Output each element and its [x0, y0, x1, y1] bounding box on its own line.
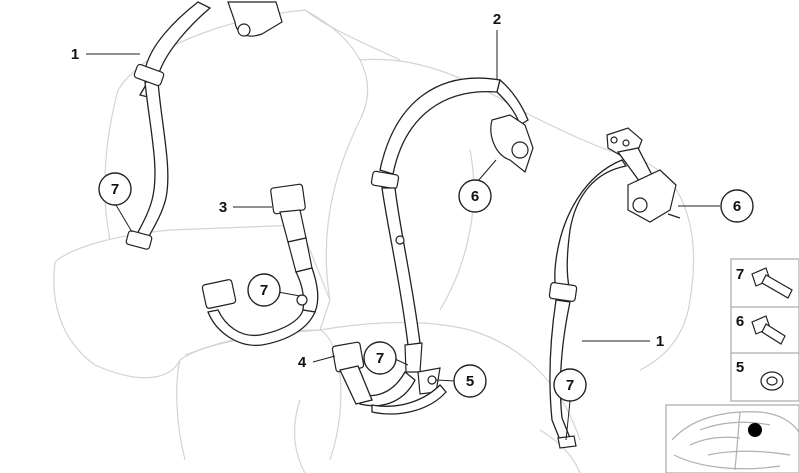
short-bolt-icon	[751, 315, 786, 345]
callout-7-center: 7	[247, 273, 281, 307]
legend-item-5: 5	[730, 352, 799, 402]
callout-7-lower-label: 7	[376, 350, 384, 367]
callout-4-label: 4	[298, 354, 307, 371]
callout-7-right-label: 7	[566, 377, 574, 394]
callout-3: 3	[219, 199, 227, 216]
callout-7-left: 7	[98, 172, 132, 206]
callout-2-label: 2	[493, 11, 501, 28]
car-silhouette-icon	[671, 411, 799, 471]
vehicle-locator	[665, 404, 799, 473]
washer-icon	[760, 371, 784, 391]
center-buckle-belt	[201, 183, 319, 346]
callout-1-left-label: 1	[71, 46, 79, 63]
callout-6-center-label: 6	[471, 188, 479, 205]
callout-6-center: 6	[458, 179, 492, 213]
callout-6-right: 6	[720, 189, 754, 223]
callout-7-lower: 7	[363, 341, 397, 375]
callout-6-right-label: 6	[733, 198, 741, 215]
legend-item-6-label: 6	[736, 313, 744, 330]
callout-1-right-label: 1	[656, 333, 664, 350]
location-marker	[748, 423, 762, 437]
callout-7-center-label: 7	[260, 282, 268, 299]
legend-item-6: 6	[730, 306, 799, 354]
center-shoulder-belt	[359, 77, 534, 415]
legend-item-7: 7	[730, 258, 799, 308]
legend-item-5-label: 5	[736, 359, 744, 376]
legend-item-7-label: 7	[736, 266, 744, 283]
left-outer-belt	[125, 1, 283, 250]
hardware-legend: 7 6 5	[730, 258, 799, 402]
buckle-part-4	[331, 341, 373, 405]
callout-7-left-label: 7	[111, 181, 119, 198]
callout-2: 2	[493, 11, 501, 28]
right-outer-belt	[548, 127, 681, 449]
callout-4: 4	[298, 354, 307, 371]
callout-5: 5	[453, 364, 487, 398]
callout-7-right: 7	[553, 368, 587, 402]
callout-1-right: 1	[656, 333, 664, 350]
callout-3-label: 3	[219, 199, 227, 216]
leader-lines	[86, 30, 720, 441]
callout-1-left: 1	[71, 46, 79, 63]
callout-5-label: 5	[466, 373, 474, 390]
long-bolt-icon	[751, 267, 793, 299]
